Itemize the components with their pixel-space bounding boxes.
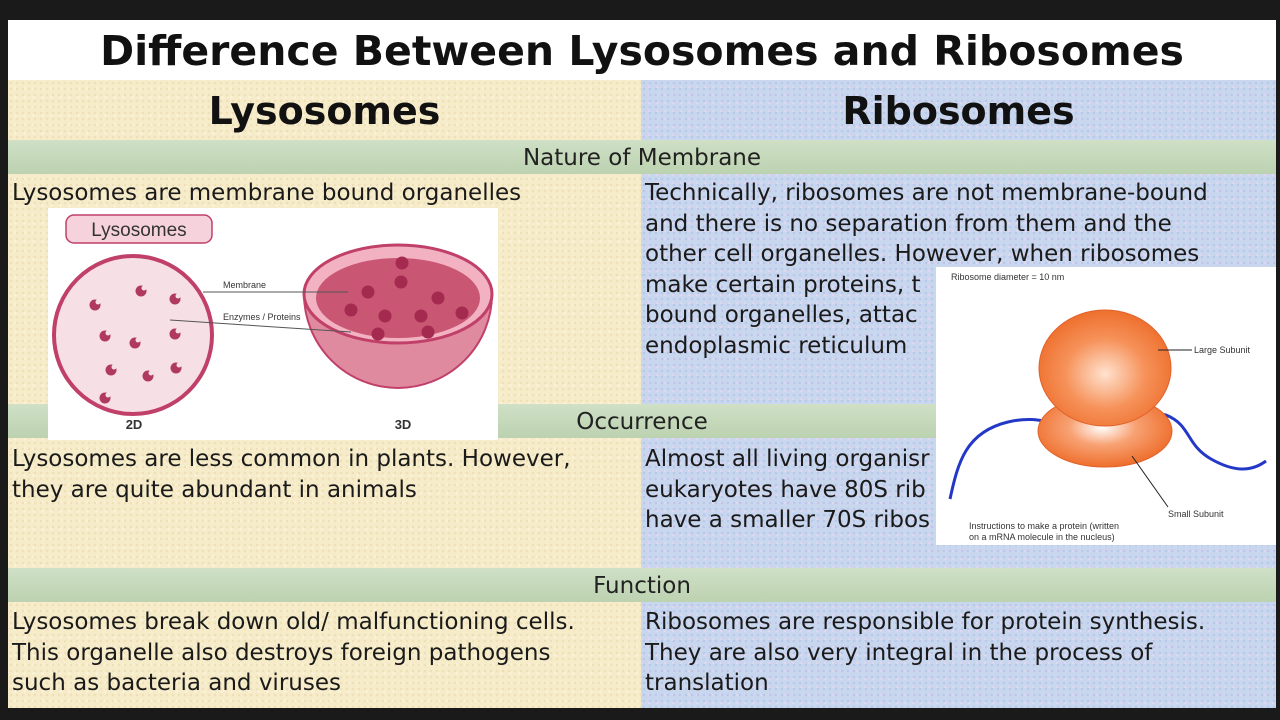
text-line: they are quite abundant in animals — [12, 476, 417, 503]
text-line: eukaryotes have 80S rib — [645, 476, 926, 503]
membrane-lysosome-text: Lysosomes are membrane bound organelles — [12, 178, 521, 209]
lysosome-3d-label: 3D — [395, 417, 412, 432]
text-line: translation — [645, 670, 769, 696]
lysosome-badge — [65, 214, 213, 244]
section-header-nature-of-membrane: Nature of Membrane — [8, 140, 1276, 174]
slide: Difference Between Lysosomes and Ribosom… — [8, 20, 1276, 708]
membrane-ribosome-text: Technically, ribosomes are not membrane-… — [645, 178, 1208, 361]
lysosome-badge-label: Lysosomes — [91, 220, 186, 241]
ribosome-diameter-label: Ribosome diameter = 10 nm — [951, 272, 1064, 282]
large-subunit — [1038, 309, 1172, 427]
text-line: Almost all living organisr — [645, 446, 930, 472]
occurrence-lysosome-text: Lysosomes are less common in plants. How… — [12, 444, 571, 505]
large-subunit-label: Large Subunit — [1194, 345, 1251, 355]
lysosome-diagram: Lysosomes 2D — [48, 208, 498, 440]
text-line: endoplasmic reticulum — [645, 332, 908, 359]
text-line: Lysosomes are less common in plants. How… — [12, 446, 571, 472]
text-line: Ribosomes are responsible for protein sy… — [645, 609, 1206, 635]
text-line: other cell organelles. However, when rib… — [645, 241, 1200, 267]
text-line: Technically, ribosomes are not membrane-… — [645, 180, 1208, 206]
mrna-label-line1: Instructions to make a protein (written — [969, 521, 1119, 531]
function-lysosome-text: Lysosomes break down old/ malfunctioning… — [12, 607, 575, 699]
lysosome-3d-rim — [303, 293, 493, 389]
text-line: This organelle also destroys foreign pat… — [12, 639, 551, 666]
lysosomes-heading: Lysosomes — [208, 89, 441, 133]
mrna-label-line2: on a mRNA molecule in the nucleus) — [969, 532, 1115, 542]
slide-title: Difference Between Lysosomes and Ribosom… — [100, 27, 1184, 75]
enzymes-leader — [169, 319, 352, 333]
small-subunit-label: Small Subunit — [1168, 509, 1224, 519]
text-line: such as bacteria and viruses — [12, 670, 341, 696]
text-line: bound organelles, attac — [645, 302, 918, 328]
lysosome-2d-label: 2D — [126, 417, 143, 432]
occurrence-ribosome-text: Almost all living organisr eukaryotes ha… — [645, 444, 930, 536]
lysosome-2d-cell — [52, 254, 214, 416]
lysosome-3d-enzymes — [344, 256, 469, 341]
lysosome-3d-interior — [316, 258, 480, 338]
membrane-label: Membrane — [223, 280, 266, 290]
section-header-function: Function — [8, 568, 1276, 602]
text-line: They are also very integral in the proce… — [645, 639, 1153, 666]
ribosome-diagram-svg: Ribosome diameter = 10 nm Large Subunit … — [948, 272, 1267, 542]
text-line: have a smaller 70S ribos — [645, 507, 931, 533]
small-subunit-leader — [1131, 455, 1169, 508]
lysosome-diagram-svg: Lysosomes 2D — [52, 214, 494, 432]
enzyme-notches — [95, 285, 182, 398]
ribosome-diagram: Ribosome diameter = 10 nm Large Subunit … — [936, 267, 1276, 545]
ribosomes-heading: Ribosomes — [842, 89, 1075, 133]
enzymes-label: Enzymes / Proteins — [223, 312, 301, 322]
text-line: make certain proteins, t — [645, 271, 921, 298]
text-line: and there is no separation from them and… — [645, 210, 1172, 237]
text-line: Lysosomes break down old/ malfunctioning… — [12, 609, 575, 635]
text-line: Lysosomes are membrane bound organelles — [12, 180, 522, 206]
function-ribosome-text: Ribosomes are responsible for protein sy… — [645, 607, 1205, 699]
